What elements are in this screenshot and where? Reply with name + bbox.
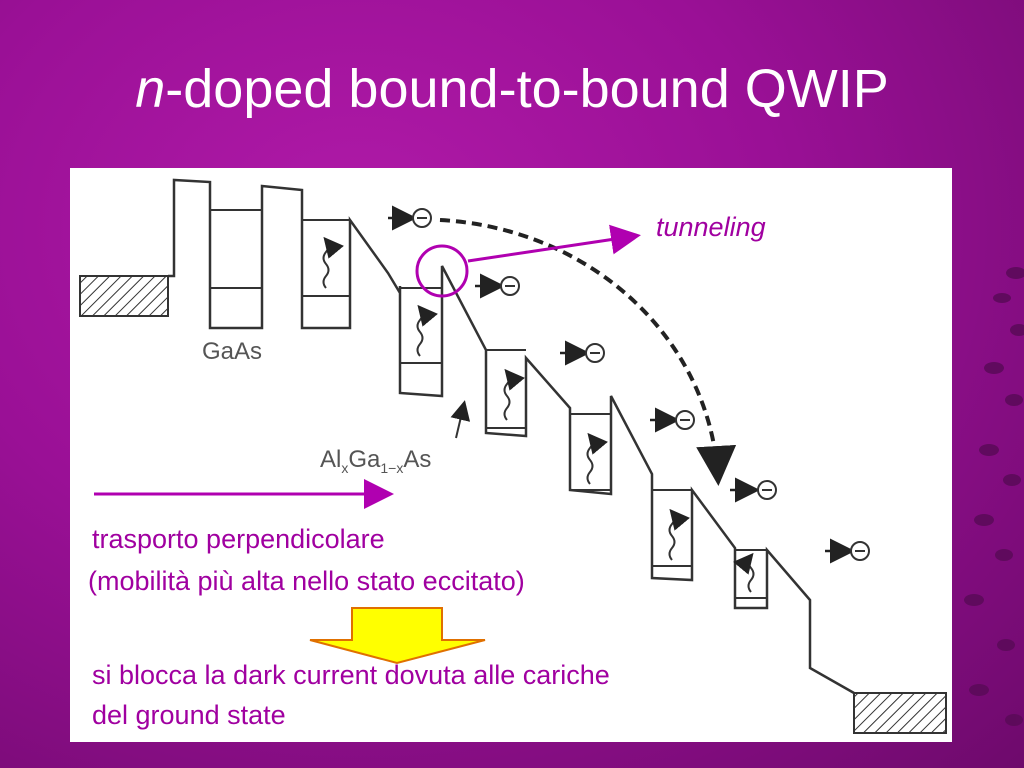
algaas-ga: Ga xyxy=(348,446,381,473)
right-contact xyxy=(853,692,947,734)
text-block-line1: si blocca la dark current dovuta alle ca… xyxy=(92,660,610,690)
energy-levels xyxy=(210,209,767,599)
algaas-as: As xyxy=(403,446,432,473)
label-gaas: GaAs xyxy=(202,338,263,365)
left-contact xyxy=(79,275,169,317)
decorative-dots xyxy=(964,267,1024,726)
algaas-x: x xyxy=(341,459,349,476)
title-italic-n: n xyxy=(135,59,166,119)
algaas-1x: 1−x xyxy=(380,459,404,476)
label-tunneling: tunneling xyxy=(656,212,766,242)
result-down-arrow xyxy=(309,607,486,665)
tunneling-highlight-circle xyxy=(415,244,469,298)
title-text: -doped bound-to-bound QWIP xyxy=(165,59,889,119)
algaas-pointer xyxy=(450,400,471,439)
qwip-band-diagram xyxy=(79,178,947,734)
electron-escape-arrows xyxy=(388,205,855,564)
tunneling-label-arrow xyxy=(467,224,641,263)
text-transport: trasporto perpendicolare xyxy=(92,524,385,554)
slide-title: n-doped bound-to-bound QWIP xyxy=(0,58,1024,120)
conduction-band xyxy=(168,178,855,695)
label-algaas: AlxGa1−xAs xyxy=(320,446,431,476)
electron-icons xyxy=(412,208,870,561)
diagram-panel: GaAs AlxGa1−xAs tunneling trasporto perp… xyxy=(70,168,952,742)
algaas-al: Al xyxy=(320,446,342,473)
photon-absorption-arrows xyxy=(322,236,755,593)
text-mobility: (mobilità più alta nello stato eccitato) xyxy=(88,566,525,596)
tunneling-path xyxy=(439,218,737,486)
text-block-line2: del ground state xyxy=(92,700,286,730)
